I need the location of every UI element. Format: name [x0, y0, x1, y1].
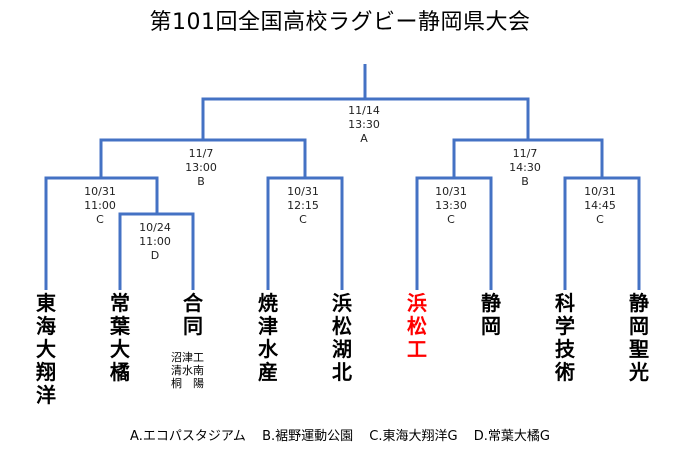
- team-name: 静岡: [481, 291, 501, 338]
- team-name: 科学技術: [555, 291, 575, 384]
- match-date: 10/31: [287, 185, 319, 198]
- legend-item: A.エコパスタジアム: [130, 429, 246, 444]
- match-time: 11:00: [84, 199, 116, 212]
- legend-item: C.東海大翔洋G: [369, 429, 458, 444]
- match-venue: C: [447, 213, 455, 226]
- match-date: 10/31: [584, 185, 616, 198]
- member-school: 桐 陽: [171, 377, 204, 390]
- merged-team-members: 沼津工 清水南 桐 陽: [171, 351, 215, 390]
- match-venue: C: [596, 213, 604, 226]
- match-date: 11/7: [512, 147, 538, 160]
- team-name: 浜松工: [407, 291, 427, 361]
- match-first-round: 10/24 11:00 D: [115, 221, 195, 263]
- team-name: 焼津水産: [258, 291, 278, 384]
- match-venue: B: [197, 175, 205, 188]
- member-school: 沼津工: [171, 351, 204, 364]
- match-time: 14:45: [584, 199, 616, 212]
- team-name: 静岡聖光: [629, 291, 649, 384]
- team-name: 東海大翔洋: [36, 291, 56, 407]
- match-qf-3: 10/31 13:30 C: [411, 185, 491, 227]
- match-qf-2: 10/31 12:15 C: [263, 185, 343, 227]
- match-date: 10/31: [84, 185, 116, 198]
- match-semi-right: 11/7 14:30 B: [485, 147, 565, 189]
- match-semi-left: 11/7 13:00 B: [161, 147, 241, 189]
- team-name: 合同: [183, 291, 203, 338]
- match-venue: C: [299, 213, 307, 226]
- match-venue: B: [521, 175, 529, 188]
- team-name: 浜松湖北: [332, 291, 352, 384]
- match-date: 11/7: [188, 147, 214, 160]
- venue-legend: A.エコパスタジアム B.裾野運動公園 C.東海大翔洋G D.常葉大橘G: [0, 428, 680, 446]
- match-date: 10/24: [139, 221, 171, 234]
- match-final: 11/14 13:30 A: [324, 104, 404, 146]
- match-venue: C: [96, 213, 104, 226]
- member-school: 清水南: [171, 364, 204, 377]
- match-qf-1: 10/31 11:00 C: [60, 185, 140, 227]
- match-venue: A: [360, 132, 368, 145]
- page-title: 第101回全国高校ラグビー静岡県大会: [149, 10, 531, 35]
- team-name: 常葉大橘: [110, 291, 130, 384]
- match-time: 13:30: [348, 118, 380, 131]
- match-venue: D: [150, 249, 160, 262]
- match-time: 13:30: [435, 199, 467, 212]
- legend-item: B.裾野運動公園: [262, 429, 354, 444]
- legend-item: D.常葉大橘G: [473, 429, 550, 444]
- match-date: 11/14: [348, 104, 380, 117]
- match-time: 14:30: [509, 161, 541, 174]
- match-time: 12:15: [287, 199, 319, 212]
- match-qf-4: 10/31 14:45 C: [560, 185, 640, 227]
- match-date: 10/31: [435, 185, 467, 198]
- match-time: 13:00: [185, 161, 217, 174]
- match-time: 11:00: [139, 235, 171, 248]
